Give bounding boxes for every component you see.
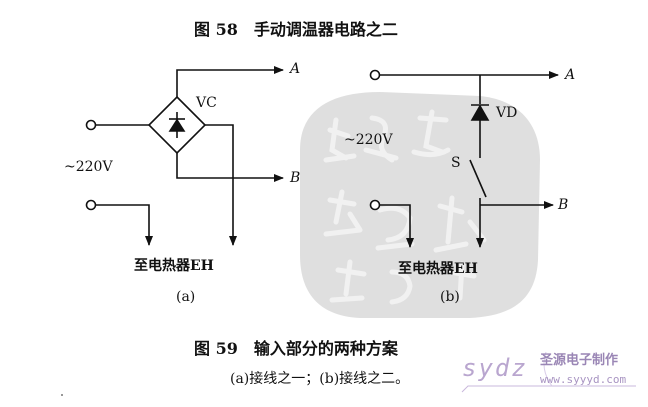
switch-icon (469, 150, 487, 205)
figure-58-title: 图 58 手动调温器电路之二 (194, 20, 398, 39)
watermark: sydz 圣源电子制作 www.syyyd.com (456, 346, 644, 398)
bridge-label: VC (196, 95, 217, 111)
terminal-a-label: A (290, 61, 301, 77)
terminal-b-label: B (290, 170, 301, 186)
open-terminal-circle-icon (369, 199, 381, 211)
watermark-url: www.syyyd.com (540, 373, 627, 386)
terminal-b-label-right: B (558, 197, 569, 213)
diode-icon (470, 104, 490, 121)
sub-label-b: (b) (440, 289, 460, 305)
supply-label-right: ~220V (344, 132, 393, 148)
left-circuit (85, 66, 284, 246)
supply-label-left: ~220V (64, 159, 113, 175)
open-terminal-circle-icon (85, 199, 97, 211)
figure-59-caption: (a)接线之一；(b)接线之二。 (230, 371, 410, 387)
right-circuit (369, 69, 559, 248)
load-label-left: 至电热器EH (134, 258, 214, 274)
watermark-brand: sydz (462, 354, 528, 382)
sub-label-a: (a) (176, 289, 196, 305)
watermark-frame (461, 351, 636, 393)
switch-label: S (451, 155, 461, 171)
figure-59-title: 图 59 输入部分的两种方案 (194, 339, 398, 358)
open-terminal-circle-icon (85, 119, 97, 131)
load-label-right: 至电热器EH (398, 261, 478, 277)
watermark-name: 圣源电子制作 (540, 353, 619, 368)
terminal-a-label-right: A (565, 67, 576, 83)
diode-label: VD (496, 105, 518, 121)
open-terminal-circle-icon (369, 69, 381, 81)
